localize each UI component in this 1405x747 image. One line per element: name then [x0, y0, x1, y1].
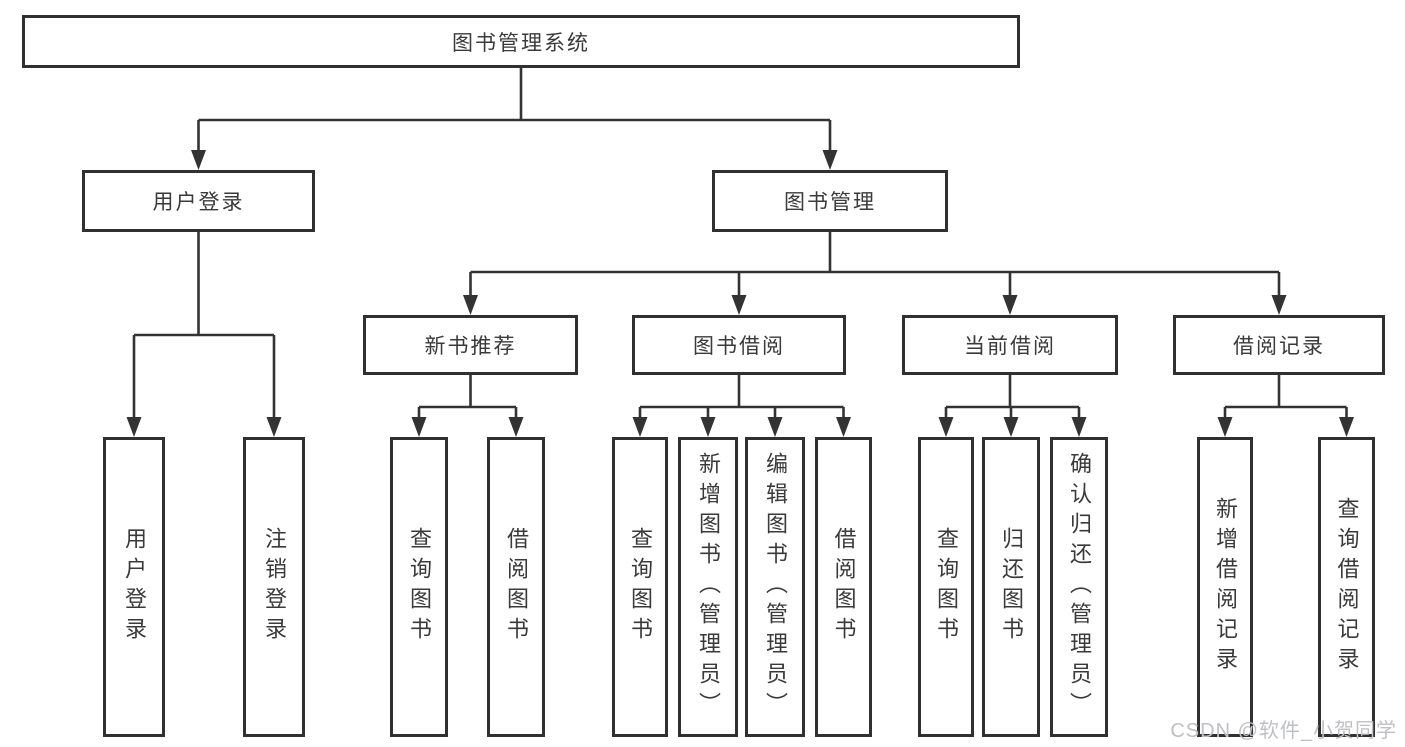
node-leaf-borrow-book-1: 借阅图书	[487, 437, 545, 737]
node-book-mgmt: 图书管理	[712, 170, 948, 232]
node-leaf-confirm-return: 确认归还（管理员）	[1050, 437, 1108, 737]
node-label-leaf-return-book: 归还图书	[999, 527, 1024, 647]
node-leaf-query-book-2: 查询图书	[612, 437, 668, 737]
node-leaf-edit-book: 编辑图书（管理员）	[745, 437, 805, 737]
node-leaf-add-record: 新增借阅记录	[1197, 437, 1253, 737]
node-label-borrow-records: 借阅记录	[1233, 335, 1325, 358]
arrowhead	[191, 150, 206, 170]
node-label-current-borrow: 当前借阅	[964, 335, 1056, 358]
node-label-leaf-query-book-1: 查询图书	[407, 527, 432, 647]
node-label-leaf-borrow-book-1: 借阅图书	[504, 527, 529, 647]
node-label-leaf-user-login: 用户登录	[122, 527, 147, 647]
node-label-leaf-add-record: 新增借阅记录	[1213, 497, 1238, 677]
node-book-borrow: 图书借阅	[632, 315, 846, 375]
node-user-login: 用户登录	[82, 170, 315, 232]
node-label-leaf-query-record: 查询借阅记录	[1334, 497, 1360, 677]
node-borrow-records: 借阅记录	[1173, 315, 1385, 375]
arrowhead	[1002, 295, 1018, 315]
node-label-leaf-borrow-book-2: 借阅图书	[831, 527, 857, 647]
node-leaf-query-book-1: 查询图书	[390, 437, 448, 737]
node-label-book-mgmt: 图书管理	[784, 191, 876, 214]
arrowhead	[411, 417, 427, 437]
node-label-leaf-logout: 注销登录	[262, 527, 287, 647]
arrowhead	[767, 417, 783, 437]
arrowhead	[126, 417, 142, 437]
node-label-leaf-edit-book: 编辑图书（管理员）	[763, 452, 788, 722]
arrowhead	[700, 417, 716, 437]
arrowhead	[1071, 417, 1087, 437]
arrowhead	[938, 417, 954, 437]
node-leaf-query-record: 查询借阅记录	[1318, 437, 1375, 737]
node-label-book-borrow: 图书借阅	[693, 335, 785, 358]
arrowhead	[1003, 417, 1019, 437]
node-root: 图书管理系统	[22, 15, 1020, 68]
node-label-root: 图书管理系统	[452, 31, 590, 55]
arrowhead	[266, 417, 282, 437]
node-leaf-logout: 注销登录	[243, 437, 305, 737]
arrowhead	[1271, 295, 1287, 315]
arrowhead	[1217, 417, 1233, 437]
node-label-leaf-query-book-3: 查询图书	[934, 527, 959, 647]
arrowhead	[822, 150, 838, 170]
arrowhead	[1339, 417, 1354, 437]
arrowhead	[463, 295, 478, 315]
node-leaf-query-book-3: 查询图书	[918, 437, 974, 737]
arrowhead	[731, 295, 747, 315]
node-label-leaf-query-book-2: 查询图书	[628, 527, 653, 647]
node-current-borrow: 当前借阅	[902, 315, 1118, 375]
arrowhead	[632, 417, 648, 437]
node-label-user-login: 用户登录	[152, 191, 245, 214]
node-label-new-book-rec: 新书推荐	[424, 335, 517, 358]
node-new-book-rec: 新书推荐	[363, 315, 578, 375]
node-leaf-return-book: 归还图书	[982, 437, 1040, 737]
node-label-leaf-confirm-return: 确认归还（管理员）	[1067, 452, 1092, 722]
node-leaf-add-book: 新增图书（管理员）	[678, 437, 738, 737]
watermark-text: CSDN @软件_小贺同学	[1170, 720, 1397, 742]
node-label-leaf-add-book: 新增图书（管理员）	[696, 452, 721, 722]
node-leaf-borrow-book-2: 借阅图书	[815, 437, 872, 737]
arrowhead	[836, 417, 851, 437]
arrowhead	[508, 417, 524, 437]
node-leaf-user-login: 用户登录	[103, 437, 165, 737]
